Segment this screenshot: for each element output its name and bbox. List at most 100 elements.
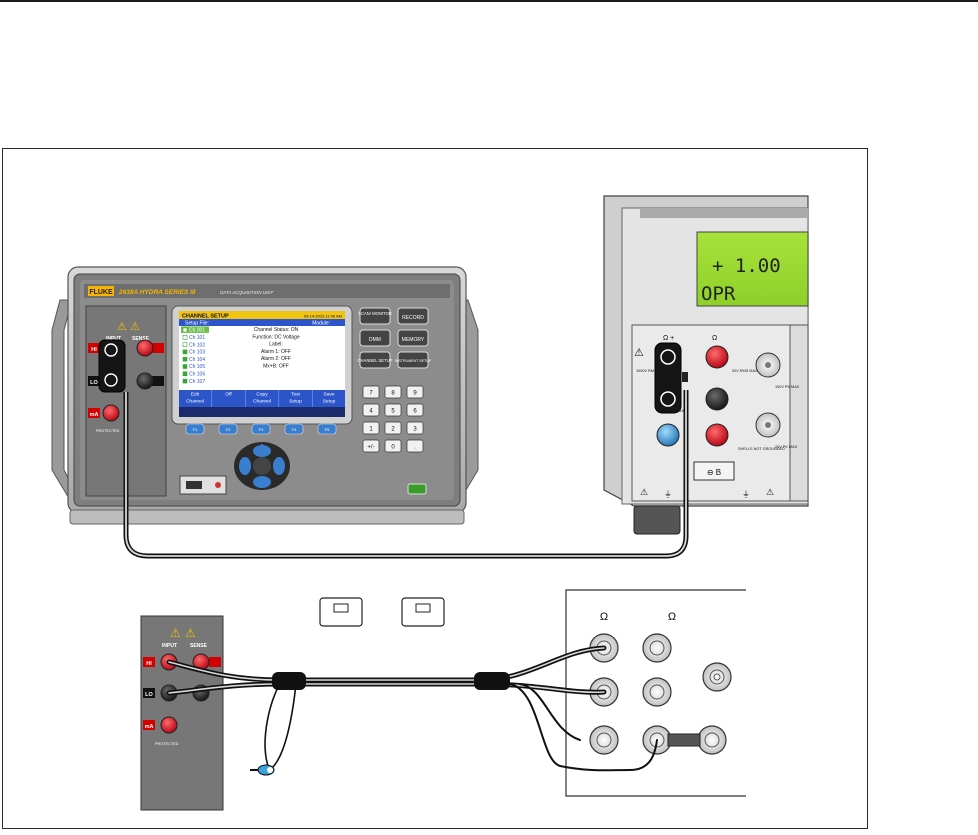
softkey-label[interactable]: Channel xyxy=(186,399,204,405)
sense-lo-jack[interactable] xyxy=(705,387,729,411)
hi-label: HI xyxy=(146,661,152,667)
channel-detail-line: Function: DC Voltage xyxy=(252,334,299,340)
channel-checkbox[interactable] xyxy=(182,349,188,355)
shells-label: SHELLS NOT GROUNDED xyxy=(738,447,785,451)
model-sub-label: DATA ACQUISITION UNIT xyxy=(220,290,275,295)
terminal-post[interactable] xyxy=(589,725,619,755)
protected-label: PROTECTED xyxy=(96,429,120,433)
terminal-post[interactable] xyxy=(697,725,727,755)
module-label: Module: xyxy=(312,321,330,327)
calibrator-display xyxy=(696,231,809,307)
function-key-label: F4 xyxy=(292,427,297,432)
keypad-key-label: +/- xyxy=(367,445,374,451)
function-key[interactable] xyxy=(185,423,205,435)
keypad-key[interactable] xyxy=(362,439,380,453)
keypad-key[interactable] xyxy=(406,439,424,453)
channel-list-item[interactable]: Ch 101 xyxy=(189,335,205,341)
channel-checkbox[interactable] xyxy=(182,378,188,384)
softkey-label[interactable]: Off xyxy=(225,392,232,398)
ma-jack[interactable] xyxy=(160,716,178,734)
keypad-key-label: 3 xyxy=(413,427,417,433)
keypad-key[interactable] xyxy=(362,385,380,399)
dmm-key[interactable] xyxy=(359,329,391,347)
channel-checkbox[interactable] xyxy=(182,371,188,377)
channel-list-item[interactable]: Ch 105 xyxy=(189,364,205,370)
channel-detail-line: Alarm 1: OFF xyxy=(261,349,291,355)
channel-checkbox[interactable] xyxy=(182,342,188,347)
keypad-key[interactable] xyxy=(384,385,402,399)
channel-list-item[interactable]: Ch 106 xyxy=(189,372,205,378)
terminal-post[interactable] xyxy=(642,677,672,707)
usb-port[interactable] xyxy=(186,481,202,489)
guard-jack[interactable] xyxy=(656,423,680,447)
softkey-label[interactable]: Setup xyxy=(289,399,302,405)
bnc-connector[interactable] xyxy=(702,662,732,692)
keypad-key[interactable] xyxy=(362,421,380,435)
power-button[interactable] xyxy=(407,483,427,495)
channel-detail-line: Alarm 2: OFF xyxy=(261,356,291,362)
rating-20v: 20V RMS MAX xyxy=(732,369,758,373)
nav-up-button[interactable] xyxy=(253,445,271,457)
nav-down-button[interactable] xyxy=(253,476,271,488)
channel-list-item[interactable]: Ch 103 xyxy=(189,350,205,356)
keypad-key[interactable] xyxy=(406,403,424,417)
rating-150v: 150V PK MAX xyxy=(775,385,800,389)
keypad-key[interactable] xyxy=(384,421,402,435)
memory-label: MEMORY xyxy=(402,337,425,343)
softkey-label[interactable]: Save xyxy=(324,392,335,398)
instrument-setup-key[interactable] xyxy=(397,351,429,369)
softkey-label[interactable]: Copy xyxy=(256,392,268,398)
keypad-key-label: 6 xyxy=(413,409,417,415)
channel-setup-label: CHANNEL SETUP xyxy=(358,358,393,363)
channel-checkbox[interactable] xyxy=(182,334,188,340)
keypad-key[interactable] xyxy=(384,439,402,453)
warning-icon: ⚠ xyxy=(766,487,774,497)
sense-hi-jack[interactable] xyxy=(136,339,154,357)
keypad-key[interactable] xyxy=(406,385,424,399)
channel-checkbox[interactable] xyxy=(182,356,188,362)
keypad-key-label: 1 xyxy=(369,427,373,433)
channel-checkbox[interactable] xyxy=(182,327,188,333)
function-key[interactable] xyxy=(284,423,304,435)
ground-icon: ⏚ xyxy=(664,490,672,499)
keypad-key[interactable] xyxy=(406,421,424,435)
keypad-key[interactable] xyxy=(362,403,380,417)
sense-lo-jack[interactable] xyxy=(136,372,154,390)
nav-right-button[interactable] xyxy=(273,457,285,475)
function-key[interactable] xyxy=(218,423,238,435)
softkey-label[interactable]: Test xyxy=(291,392,300,398)
ma-jack[interactable] xyxy=(102,404,120,422)
model-label: 2638A HYDRA SERIES III xyxy=(118,289,196,296)
nav-left-button[interactable] xyxy=(239,457,251,475)
keypad-key[interactable] xyxy=(384,403,402,417)
lo-label: LO xyxy=(90,380,98,386)
dual-banana-plug xyxy=(654,342,682,414)
channel-list-item[interactable]: Ch 001 xyxy=(189,328,205,334)
channel-list-item[interactable]: Ch 104 xyxy=(189,357,205,363)
terminal-post[interactable] xyxy=(642,633,672,663)
channel-list-item[interactable]: Ch 107 xyxy=(189,379,205,385)
function-key[interactable] xyxy=(317,423,337,435)
softkey-label[interactable]: Setup xyxy=(323,399,336,405)
channel-checkbox[interactable] xyxy=(182,364,188,369)
channel-list-item[interactable]: Ch 102 xyxy=(189,342,205,348)
aux-jack[interactable] xyxy=(705,423,729,447)
record-key[interactable] xyxy=(397,307,429,325)
keypad-key-label: 0 xyxy=(391,445,395,451)
scan-monitor-label: SCAN/ MONITOR xyxy=(358,311,392,316)
memory-key[interactable] xyxy=(397,329,429,347)
sense-label: SENSE xyxy=(190,643,208,649)
channel-selected-bg xyxy=(181,326,209,333)
display-status: OPR xyxy=(701,283,736,305)
sense-hi-jack[interactable] xyxy=(705,345,729,369)
ma-label: mA xyxy=(145,724,154,730)
channel-setup-key[interactable] xyxy=(359,351,391,369)
function-key[interactable] xyxy=(251,423,271,435)
softkey-label[interactable]: Channel xyxy=(253,399,271,405)
function-key-label: F1 xyxy=(193,427,198,432)
scan-monitor-key[interactable] xyxy=(359,307,391,325)
softkey-label[interactable]: Edit xyxy=(191,392,200,398)
